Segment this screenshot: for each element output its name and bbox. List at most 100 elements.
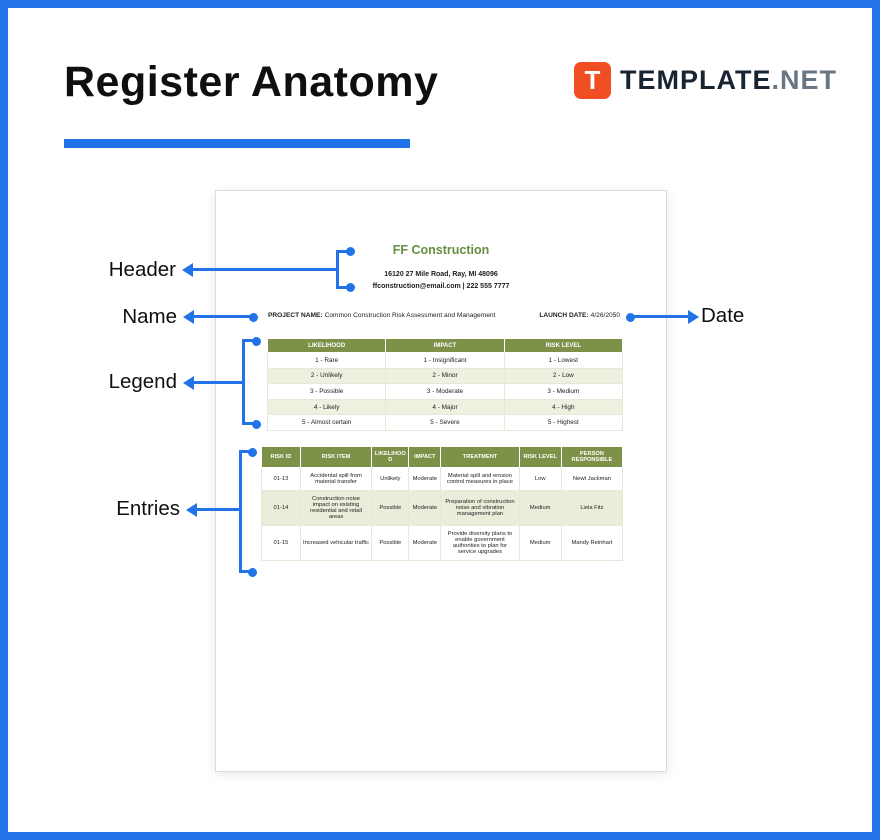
legend-callout-dot-bottom — [252, 420, 261, 429]
header-callout-line — [191, 268, 338, 271]
legend-callout-line — [193, 381, 244, 384]
name-callout-dot — [249, 313, 258, 322]
table-cell: Moderate — [408, 467, 442, 491]
arrow-right-icon — [688, 310, 699, 324]
page-title: Register Anatomy — [64, 58, 439, 106]
column-header: RISK LEVEL — [518, 446, 562, 468]
table-cell: Medium — [518, 525, 562, 561]
table-cell: Construction noise impact on existing re… — [299, 490, 373, 526]
launch-date-label: LAUNCH DATE: — [539, 312, 589, 319]
table-cell: Preparation of construction noise and vi… — [440, 490, 520, 526]
column-header: LIKELIHOOD — [266, 338, 387, 353]
company-contact: ffconstruction@email.com | 222 555 7777 — [372, 283, 510, 290]
table-cell: 5 - Severe — [385, 414, 505, 431]
table-cell: 3 - Medium — [503, 383, 624, 400]
table-cell: 3 - Moderate — [385, 383, 505, 400]
table-cell: Accidental spill from material transfer — [299, 467, 373, 491]
header-callout-stub-bottom — [336, 286, 351, 289]
table-cell: Medium — [518, 490, 562, 526]
table-cell: 4 - Major — [385, 398, 505, 416]
entries-callout-dot-top — [248, 448, 257, 457]
table-cell: Moderate — [408, 525, 442, 561]
table-cell: 01-13 — [261, 467, 301, 491]
callout-label-date: Date — [701, 304, 745, 327]
callout-label-entries: Entries — [116, 497, 180, 520]
entries-callout-stub-top — [239, 450, 251, 453]
table-cell: Increased vehicular traffic — [299, 525, 373, 561]
table-cell: 2 - Minor — [385, 367, 505, 385]
entries-callout-bracket — [239, 450, 242, 573]
project-name-value: Common Construction Risk Assessment and … — [324, 312, 496, 319]
table-cell: 1 - Rare — [266, 352, 387, 369]
arrow-left-icon — [183, 376, 194, 390]
column-header: IMPACT — [408, 446, 442, 468]
header-callout-dot-top — [346, 247, 355, 256]
table-cell: Unlikely — [371, 467, 410, 491]
company-address: 16120 27 Mile Road, Ray, MI 48096 — [384, 271, 498, 278]
title-underline — [64, 139, 410, 148]
column-header: RISK ID — [261, 446, 301, 468]
table-cell: 1 - Insignificant — [385, 352, 505, 369]
legend-callout-dot-top — [252, 337, 261, 346]
table-cell: Newt Jackman — [560, 467, 624, 491]
table-cell: Mandy Reinhart — [560, 525, 624, 561]
entries-callout-dot-bottom — [248, 568, 257, 577]
table-cell: Provide diversity plans to enable govern… — [440, 525, 520, 561]
brand-logo[interactable]: T TEMPLATE.NET — [574, 62, 837, 99]
arrow-left-icon — [183, 310, 194, 324]
table-cell: Material spill and erosion control measu… — [440, 467, 520, 491]
document-preview: FF Construction 16120 27 Mile Road, Ray,… — [215, 190, 667, 772]
brand-name-tld: .NET — [771, 65, 838, 95]
brand-name-main: TEMPLATE — [620, 65, 772, 95]
project-name: PROJECT NAME:Common Construction Risk As… — [268, 312, 495, 319]
name-callout-line — [193, 315, 251, 318]
date-callout-dot — [626, 313, 635, 322]
column-header: RISK ITEM — [299, 446, 373, 468]
table-cell: 2 - Unlikely — [266, 367, 387, 385]
column-header: LIKELIHOOD — [371, 446, 410, 468]
arrow-left-icon — [182, 263, 193, 277]
legend-callout-bracket — [242, 339, 245, 425]
launch-date-value: 4/26/2050 — [590, 312, 620, 319]
table-cell: 01-15 — [261, 525, 301, 561]
callout-label-header: Header — [108, 258, 176, 281]
table-cell: Possible — [371, 490, 410, 526]
date-callout-line — [630, 315, 689, 318]
table-cell: Moderate — [408, 490, 442, 526]
legend-callout-stub-bottom — [242, 422, 254, 425]
column-header: RISK LEVEL — [503, 338, 624, 353]
column-header: PERSON RESPONSIBLE — [560, 446, 624, 468]
table-cell: 2 - Low — [503, 367, 624, 385]
entries-callout-line — [196, 508, 241, 511]
table-cell: 5 - Highest — [503, 414, 624, 431]
table-cell: Possible — [371, 525, 410, 561]
header-callout-stub-top — [336, 250, 351, 253]
column-header: TREATMENT — [440, 446, 520, 468]
column-header: IMPACT — [385, 338, 505, 353]
table-cell: 01-14 — [261, 490, 301, 526]
entries-callout-stub-bottom — [239, 570, 251, 573]
header-callout-bracket — [336, 250, 339, 289]
table-cell: 4 - Likely — [266, 398, 387, 416]
table-cell: Low — [518, 467, 562, 491]
callout-label-legend: Legend — [108, 370, 177, 393]
project-name-row: PROJECT NAME:Common Construction Risk As… — [268, 312, 620, 319]
callout-label-name: Name — [122, 305, 177, 328]
arrow-left-icon — [186, 503, 197, 517]
brand-logo-icon: T — [574, 62, 611, 99]
legend-callout-stub-top — [242, 339, 254, 342]
header-callout-dot-bottom — [346, 283, 355, 292]
launch-date: LAUNCH DATE:4/26/2050 — [539, 312, 620, 319]
table-cell: Liela Fitz — [560, 490, 624, 526]
